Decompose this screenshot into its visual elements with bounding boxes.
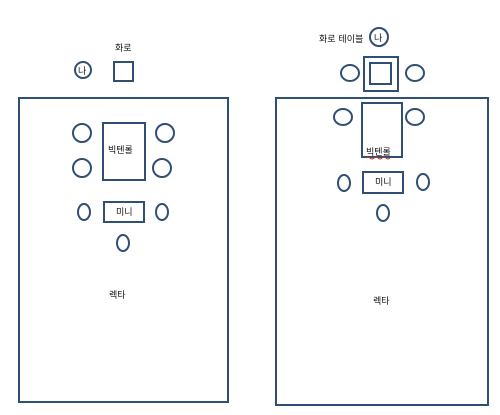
left-chair-2: [155, 123, 175, 143]
right-person-circle: [369, 27, 389, 47]
right-stove: [369, 62, 392, 85]
right-chair-3: [337, 174, 351, 192]
left-chair-5: [77, 203, 91, 221]
right-chair-2: [405, 108, 425, 126]
left-chair-3: [72, 158, 92, 178]
right-chair-4: [416, 173, 430, 191]
left-area-label: 렉타: [109, 290, 126, 301]
right-mini-table: [362, 171, 404, 194]
right-stove-chair-right: [405, 64, 425, 82]
right-stove-table: [363, 56, 399, 92]
left-person-circle: [74, 61, 92, 79]
left-rectar-area: [18, 97, 229, 403]
right-plan: 화로 테이블 나 빅텐롤 미니 렉타: [275, 27, 489, 406]
left-chair-4: [152, 158, 172, 178]
right-mini-label: 미니: [375, 177, 392, 188]
left-person-tag: 나: [78, 66, 86, 77]
left-stove-label: 화로: [115, 43, 132, 54]
right-stove-table-label: 화로 테이블: [319, 34, 363, 45]
left-mini-table: [103, 201, 145, 223]
right-big-table: [361, 102, 403, 158]
left-chair-1: [72, 123, 92, 143]
left-chair-7: [116, 234, 130, 252]
left-mini-label: 미니: [116, 207, 133, 218]
right-area-label: 렉타: [373, 296, 390, 307]
left-plan: 화로 나 빅텐롤 미니 렉타: [18, 43, 229, 403]
left-big-table: [102, 122, 146, 181]
right-person-tag: 나: [374, 33, 382, 44]
left-chair-6: [155, 203, 169, 221]
right-stove-chair-left: [340, 64, 360, 82]
right-chair-1: [333, 108, 353, 126]
right-spellcheck-underline: [365, 156, 391, 160]
right-chair-5: [376, 204, 390, 222]
left-stove: [113, 61, 134, 82]
right-rectar-area: [275, 97, 489, 406]
right-big-table-label: 빅텐롤: [366, 147, 391, 158]
left-big-table-label: 빅텐롤: [108, 145, 133, 156]
